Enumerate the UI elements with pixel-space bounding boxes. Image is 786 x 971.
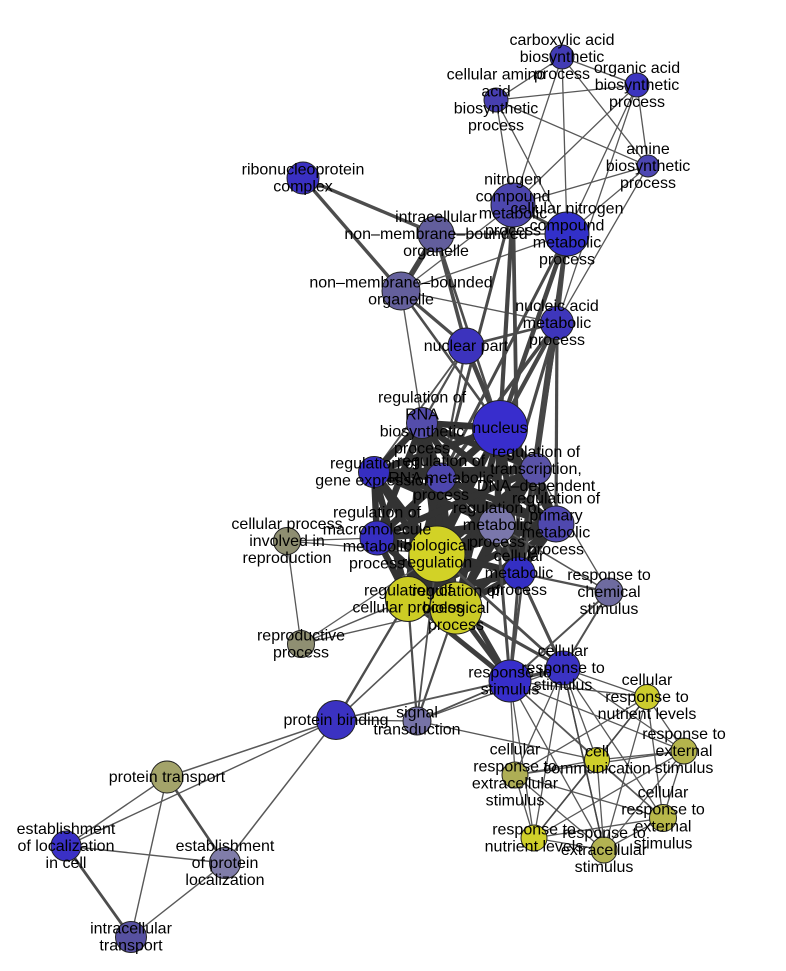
svg-text:nuclear part: nuclear part: [424, 338, 509, 355]
svg-text:protein binding: protein binding: [284, 712, 389, 729]
svg-text:protein transport: protein transport: [109, 769, 226, 786]
svg-text:nucleus: nucleus: [472, 420, 527, 437]
